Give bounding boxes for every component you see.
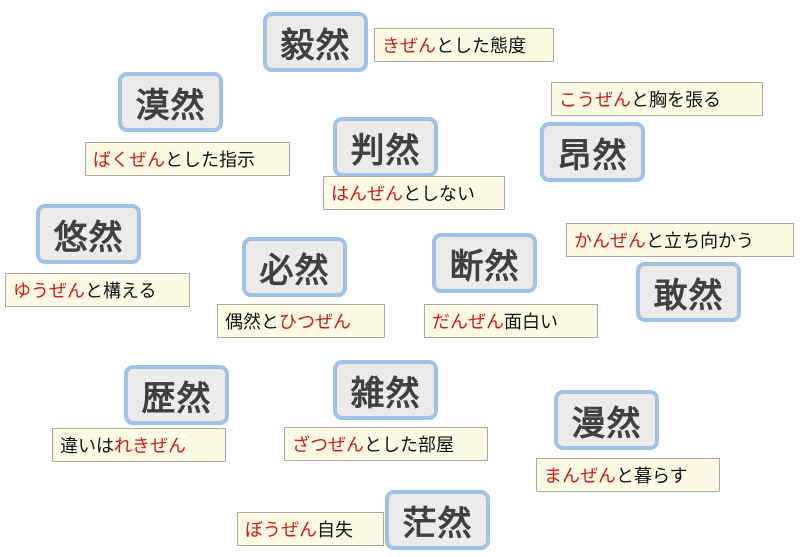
reading-text: かんぜん [574, 231, 646, 252]
example-suffix: としない [403, 184, 475, 205]
reading-text: れきぜん [114, 436, 186, 457]
example-note-zatsuzen: ざつぜんとした部屋 [284, 427, 488, 461]
example-prefix: 偶然と [225, 312, 279, 333]
word-box-hanzen: 判然 [333, 117, 438, 177]
example-suffix: とした指示 [165, 150, 255, 171]
example-note-kanzen: かんぜんと立ち向かう [566, 223, 794, 257]
example-note-danzen: だんぜん面白い [424, 304, 598, 338]
example-note-yuuzen: ゆうぜんと構える [5, 273, 190, 307]
example-note-bouzen: ぼうぜん自失 [237, 512, 384, 546]
example-note-manzen: まんぜんと暮らす [536, 458, 720, 492]
example-suffix: とした態度 [436, 36, 526, 57]
word-box-bouzen: 茫然 [385, 490, 490, 550]
example-suffix: とした部屋 [364, 435, 454, 456]
example-suffix: 自失 [317, 520, 353, 541]
reading-text: まんぜん [544, 466, 616, 487]
word-box-manzen: 漫然 [554, 390, 659, 450]
example-note-hitsuzen: 偶然とひつぜん [217, 304, 385, 338]
example-suffix: と胸を張る [631, 90, 721, 111]
reading-text: こうぜん [559, 90, 631, 111]
example-suffix: 面白い [504, 312, 558, 333]
reading-text: ばくぜん [93, 150, 165, 171]
reading-text: はんぜん [331, 184, 403, 205]
word-box-zatsuzen: 雑然 [333, 360, 438, 420]
word-box-danzen: 断然 [432, 233, 537, 293]
example-note-hanzen: はんぜんとしない [323, 176, 505, 210]
reading-text: ひつぜん [279, 312, 351, 333]
word-box-hitsuzen: 必然 [242, 237, 347, 297]
example-suffix: と立ち向かう [646, 231, 754, 252]
word-box-kanzen: 敢然 [636, 262, 741, 322]
example-note-kouzen: こうぜんと胸を張る [551, 82, 763, 116]
word-box-kouzen: 昂然 [540, 122, 645, 182]
example-prefix: 違いは [60, 436, 114, 457]
word-box-rekizen: 歴然 [124, 365, 229, 425]
word-box-yuuzen: 悠然 [36, 204, 141, 264]
example-note-kizen: きぜんとした態度 [374, 28, 554, 62]
word-box-bakuzen: 漠然 [118, 72, 223, 132]
example-note-bakuzen: ばくぜんとした指示 [85, 142, 290, 176]
example-note-rekizen: 違いはれきぜん [52, 428, 226, 462]
reading-text: だんぜん [432, 312, 504, 333]
reading-text: ゆうぜん [13, 281, 85, 302]
example-suffix: と構える [85, 281, 157, 302]
reading-text: ぼうぜん [245, 520, 317, 541]
reading-text: きぜん [382, 36, 436, 57]
word-box-kizen: 毅然 [263, 12, 368, 72]
reading-text: ざつぜん [292, 435, 364, 456]
example-suffix: と暮らす [616, 466, 688, 487]
